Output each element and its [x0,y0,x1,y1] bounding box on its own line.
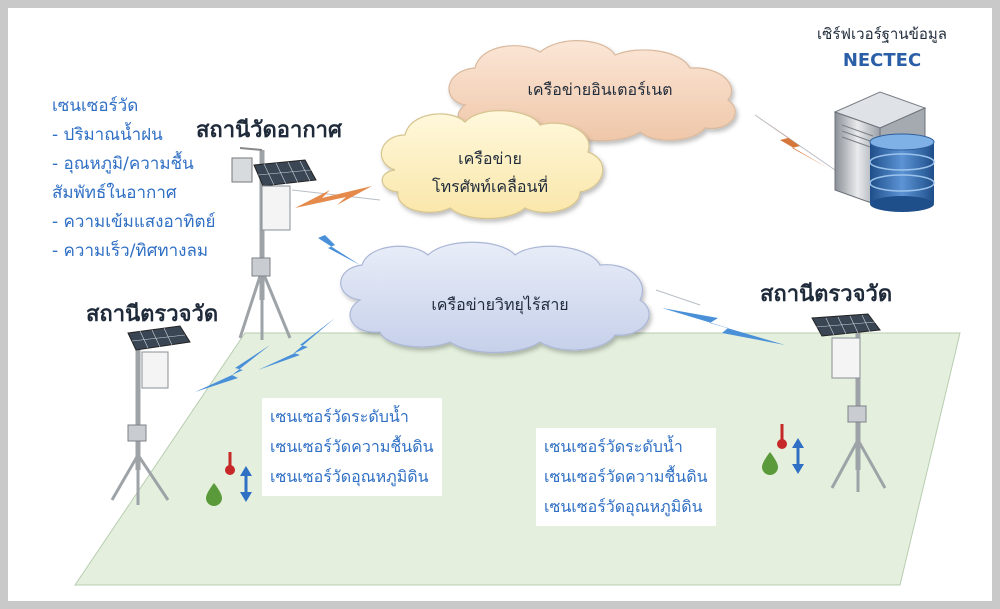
cloud-radio-label: เครือข่ายวิทยุไร้สาย [431,295,569,314]
lightning-orange-left-icon [295,186,372,208]
cloud-radio-shape [340,241,650,354]
weather-sensor-item: สัมพัทธ์ในอากาศ [52,183,177,203]
right-sensor-box: เซนเซอร์วัดระดับน้ำ เซนเซอร์วัดความชื้นด… [536,428,716,526]
water-drop-icon [762,452,778,475]
right-station-graphic [811,313,887,492]
weather-sensor-item: - ความเข้มแสงอาทิตย์ [52,212,216,232]
left-station-title: สถานีตรวจวัด [86,302,219,327]
cloud-mobile-label: เครือข่าย โทรศัพท์เคลื่อนที่ [410,145,570,201]
updown-arrow-icon [240,466,252,502]
cloud-internet-label: เครือข่ายอินเตอร์เนต [527,80,673,99]
right-sensor-icons [762,424,804,475]
lightning-blue-right-icon [662,308,785,345]
field-area [74,332,961,586]
weather-station-graphic [231,147,317,340]
left-sensor-line: เซนเซอร์วัดอุณหภูมิดิน [270,467,429,486]
weather-sensor-heading: เซนเซอร์วัด [52,96,139,116]
database-server-icon [833,91,935,212]
server-name: NECTEC [842,50,922,71]
right-sensor-line: เซนเซอร์วัดอุณหภูมิดิน [544,497,703,516]
weather-station-title: สถานีวัดอากาศ [196,118,342,143]
cloud-mobile-line1: เครือข่าย [458,149,522,168]
weather-sensor-item: - อุณหภูมิ/ความชื้น [52,154,194,174]
right-station-title: สถานีตรวจวัด [760,282,893,307]
updown-arrow-icon [792,438,804,474]
left-sensor-box: เซนเซอร์วัดระดับน้ำ เซนเซอร์วัดความชื้นด… [262,398,442,496]
left-sensor-line: เซนเซอร์วัดความชื้นดิน [270,437,434,456]
weather-sensor-item: - ความเร็ว/ทิศทางลม [52,241,209,261]
server-caption: เซิร์ฟเวอร์ฐานข้อมูล NECTEC [792,22,972,71]
water-drop-icon [206,483,222,506]
lightning-icons [195,116,828,392]
lightning-orange-right-icon [757,116,828,168]
right-sensor-line: เซนเซอร์วัดความชื้นดิน [544,467,708,486]
left-sensor-icons [206,452,252,506]
weather-sensor-item: - ปริมาณน้ำฝน [52,125,163,145]
cloud-mobile-line2: โทรศัพท์เคลื่อนที่ [431,177,549,196]
right-sensor-line: เซนเซอร์วัดระดับน้ำ [544,437,683,456]
left-sensor-line: เซนเซอร์วัดระดับน้ำ [270,407,409,426]
cloud-mobile-shape [380,110,604,220]
server-title: เซิร์ฟเวอร์ฐานข้อมูล [817,25,947,43]
left-station-graphic [110,325,191,505]
weather-sensor-list: เซนเซอร์วัด - ปริมาณน้ำฝน - อุณหภูมิ/ควา… [52,92,215,266]
